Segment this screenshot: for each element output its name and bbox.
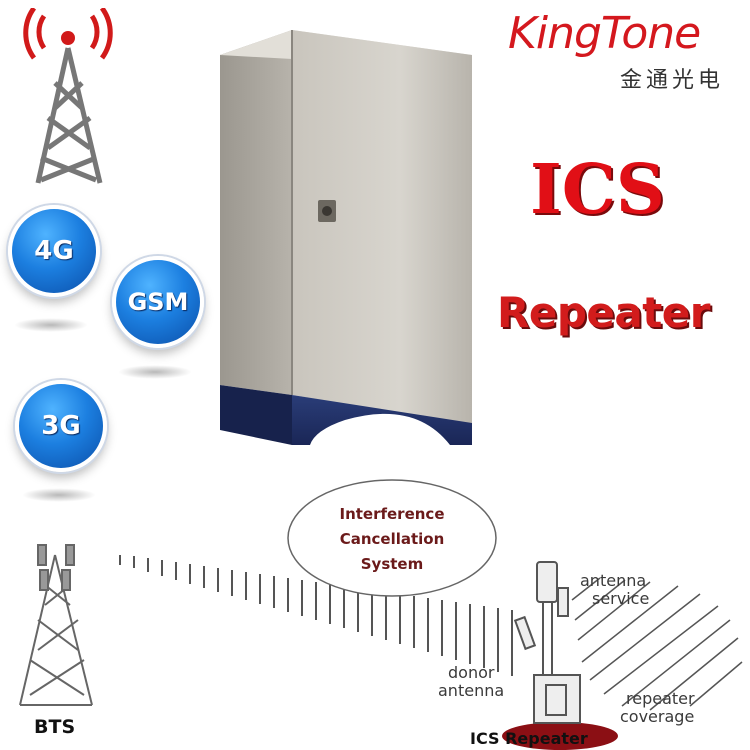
bts-label: BTS (34, 716, 76, 738)
donor-antenna-line-2: antenna (438, 681, 505, 700)
badge-gsm-shadow (118, 365, 192, 379)
antenna-service-line-1: antenna (580, 571, 647, 590)
ics-bubble: Interference Cancellation System (296, 502, 488, 577)
badge-4g: 4G (8, 205, 100, 297)
brand-name: KingTone (508, 8, 701, 59)
ics-diagram (19, 479, 743, 750)
repeater-coverage-line-1: repeater (626, 689, 695, 708)
radio-tower-icon (23, 8, 113, 184)
repeater-coverage-line-2: coverage (620, 707, 695, 726)
badge-gsm-label: GSM (127, 288, 189, 316)
badge-3g-shadow (22, 488, 96, 502)
repeater-cabinet-image (220, 30, 472, 445)
bubble-line-1: Interference (339, 505, 445, 523)
title-ics: ICS (530, 150, 666, 230)
repeater-coverage-label: repeater coverage (620, 690, 695, 726)
brand-chinese-name: 金通光电 (620, 68, 725, 93)
ics-repeater-label: ICS Repeater (470, 729, 588, 748)
antenna-service-line-2: service (592, 589, 650, 608)
bubble-line-3: System (360, 555, 424, 573)
badge-3g: 3G (15, 380, 107, 472)
bts-tower-icon (19, 544, 93, 706)
brand-logo: KingTone 金通光电 (508, 12, 738, 94)
badge-4g-shadow (14, 318, 88, 332)
donor-antenna-label: donor antenna (438, 664, 504, 700)
badge-4g-label: 4G (34, 236, 74, 266)
donor-antenna-line-1: donor (448, 663, 495, 682)
antenna-service-label: antenna service (580, 572, 649, 608)
badge-3g-label: 3G (41, 411, 81, 441)
badge-gsm: GSM (112, 256, 204, 348)
title-repeater: Repeater (497, 288, 711, 337)
bubble-line-2: Cancellation (339, 530, 445, 548)
